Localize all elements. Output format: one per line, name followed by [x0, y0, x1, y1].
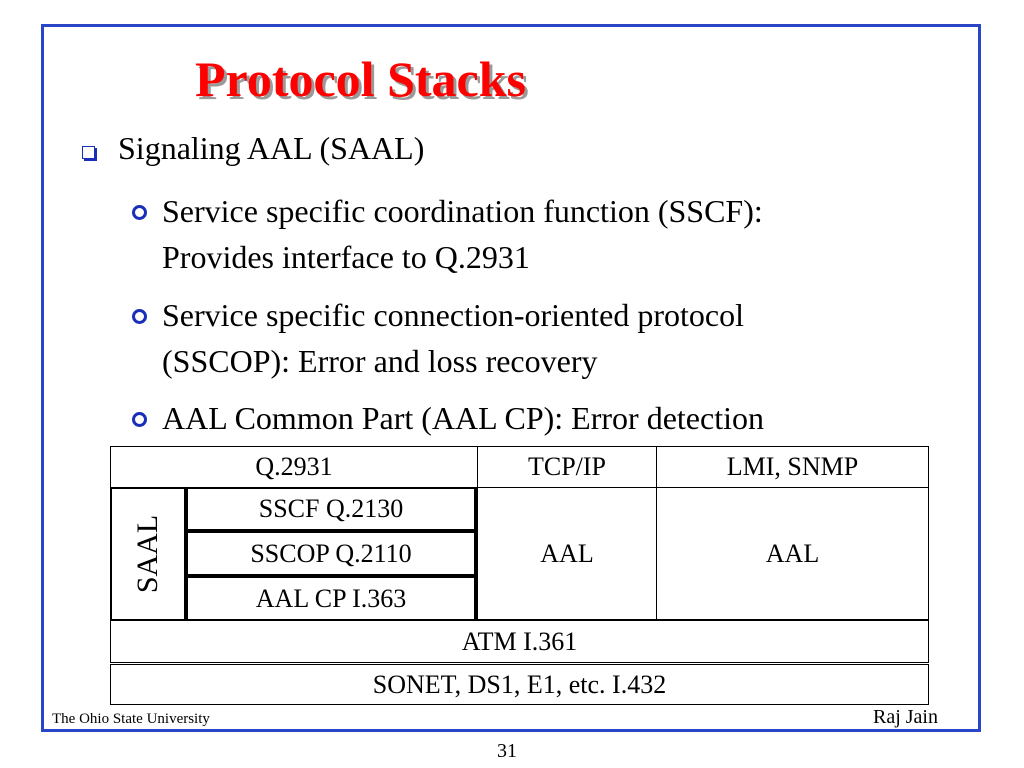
- cell-sscop: SSCOP Q.2110: [186, 531, 477, 577]
- cell-atm: ATM I.361: [110, 620, 929, 663]
- sub-bullet-text: Service specific coordination function (…: [162, 188, 763, 280]
- square-bullet-icon: [82, 146, 95, 159]
- cell-lmi-snmp: LMI, SNMP: [656, 446, 929, 488]
- slide-title: Protocol Stacks: [195, 51, 526, 107]
- cell-sscf: SSCF Q.2130: [186, 487, 477, 532]
- cell-aal-cp: AAL CP I.363: [186, 576, 477, 622]
- circle-bullet-icon: [132, 309, 147, 324]
- footer-author: Raj Jain: [873, 706, 938, 728]
- sub-bullet-line: Service specific coordination function (…: [162, 193, 763, 229]
- sub-bullet-text: AAL Common Part (AAL CP): Error detectio…: [162, 395, 764, 441]
- cell-tcpip: TCP/IP: [477, 446, 657, 488]
- sub-bullet-line: AAL Common Part (AAL CP): Error detectio…: [162, 400, 764, 436]
- circle-bullet-icon: [132, 205, 147, 220]
- bullet-text: Signaling AAL (SAAL): [118, 130, 425, 166]
- footer-university: The Ohio State University: [52, 711, 210, 727]
- cell-saal: SAAL: [110, 487, 187, 622]
- circle-bullet-icon: [132, 412, 147, 427]
- sub-bullet-line: Provides interface to Q.2931: [162, 239, 530, 275]
- page-number: 31: [497, 740, 517, 762]
- sub-bullet-line: (SSCOP): Error and loss recovery: [162, 343, 598, 379]
- sub-bullet-text: Service specific connection-oriented pro…: [162, 292, 744, 384]
- sub-bullet-line: Service specific connection-oriented pro…: [162, 297, 744, 333]
- cell-aal-middle: AAL: [477, 487, 657, 620]
- slide-frame: [41, 24, 981, 732]
- cell-sonet: SONET, DS1, E1, etc. I.432: [110, 664, 929, 705]
- cell-q2931: Q.2931: [110, 446, 478, 488]
- cell-aal-right: AAL: [656, 487, 929, 620]
